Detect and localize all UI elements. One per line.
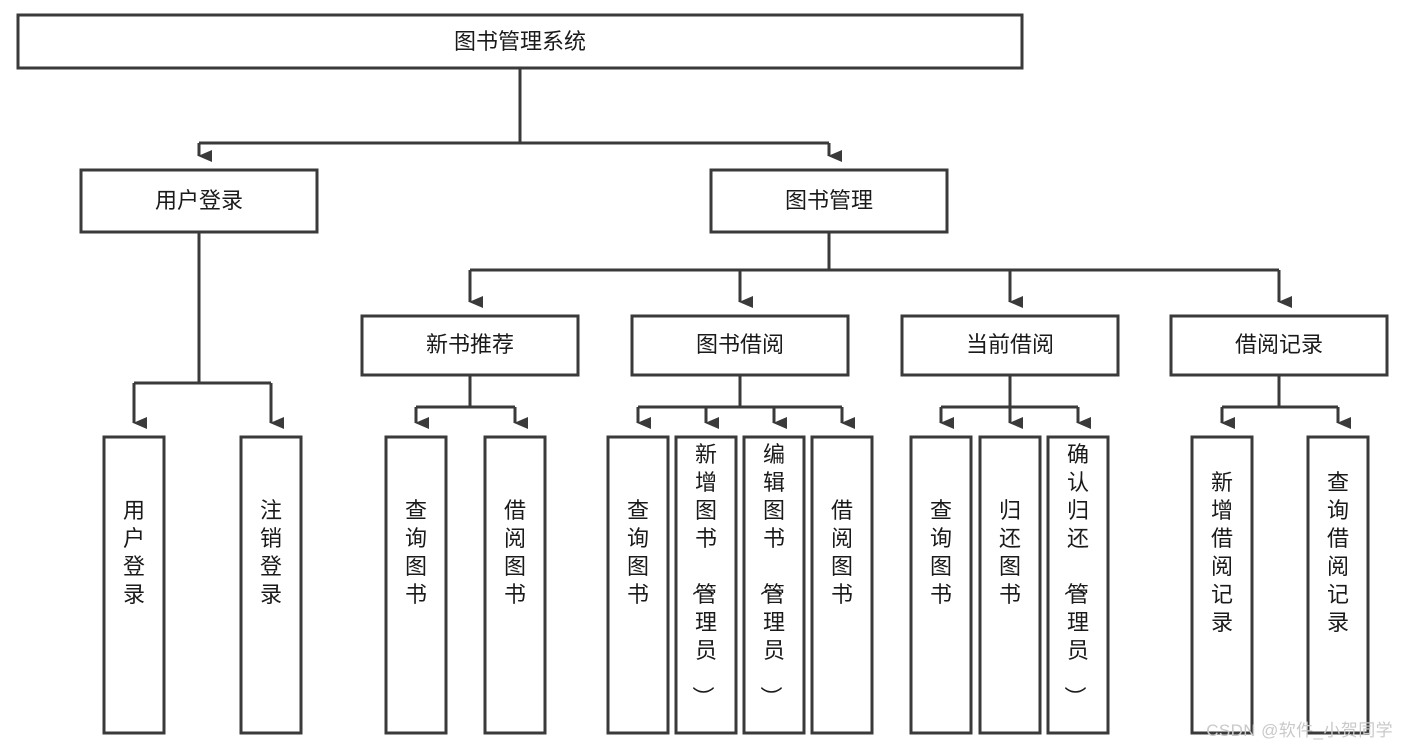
book-management-box <box>709 168 949 234</box>
node-leaf-add-book[interactable]: 新增图书（管理员） <box>674 435 738 735</box>
node-root-system[interactable]: 图书管理系统 <box>16 13 1024 70</box>
node-borrow-record[interactable]: 借阅记录 <box>1169 314 1389 377</box>
leaf-add-record-label: 新增借阅记录 <box>1211 470 1233 635</box>
leaf-borrow-book-2-label: 借阅图书 <box>831 498 853 607</box>
leaf-query-book-1-label: 查询图书 <box>405 498 427 607</box>
leaf-query-record-label: 查询借阅记录 <box>1327 470 1349 635</box>
leaf-query-book-1-box <box>384 435 448 735</box>
leaf-edit-book-box <box>742 435 806 735</box>
leaf-borrow-book-1-label: 借阅图书 <box>504 498 526 607</box>
leaf-add-book-box <box>674 435 738 735</box>
node-leaf-query-book-1[interactable]: 查询图书 <box>384 435 448 735</box>
leaf-add-record-box <box>1190 435 1254 735</box>
node-leaf-borrow-book-2[interactable]: 借阅图书 <box>810 435 874 735</box>
leaf-user-login-label: 用户登录 <box>123 498 145 607</box>
leaf-confirm-return-label: 确认归还（管理员） <box>1062 442 1089 708</box>
node-leaf-logout-login[interactable]: 注销登录 <box>239 435 303 735</box>
node-leaf-return-book[interactable]: 归还图书 <box>978 435 1042 735</box>
leaf-return-book-box <box>978 435 1042 735</box>
node-leaf-query-book-2[interactable]: 查询图书 <box>606 435 670 735</box>
connector-layer <box>132 68 1351 429</box>
user-login-box <box>79 168 319 234</box>
borrow-record-label: 借阅记录 <box>1235 332 1323 357</box>
node-leaf-user-login[interactable]: 用户登录 <box>102 435 166 735</box>
leaf-add-book-label: 新增图书（管理员） <box>690 442 717 708</box>
node-book-borrow[interactable]: 图书借阅 <box>630 314 850 377</box>
leaf-query-book-2-label: 查询图书 <box>627 498 649 607</box>
leaf-borrow-book-2-box <box>810 435 874 735</box>
node-leaf-query-record[interactable]: 查询借阅记录 <box>1306 435 1370 735</box>
borrow-record-box <box>1169 314 1389 377</box>
node-leaf-add-record[interactable]: 新增借阅记录 <box>1190 435 1254 735</box>
book-borrow-label: 图书借阅 <box>696 332 784 357</box>
current-borrow-box <box>900 314 1120 377</box>
leaf-confirm-return-box <box>1046 435 1110 735</box>
node-current-borrow[interactable]: 当前借阅 <box>900 314 1120 377</box>
leaf-logout-login-label: 注销登录 <box>260 498 282 607</box>
node-book-management[interactable]: 图书管理 <box>709 168 949 234</box>
new-book-recommend-label: 新书推荐 <box>426 332 514 357</box>
node-new-book-recommend[interactable]: 新书推荐 <box>360 314 580 377</box>
node-leaf-query-book-3[interactable]: 查询图书 <box>909 435 973 735</box>
csdn-watermark: CSDN @软件_小贺同学 <box>1206 721 1393 740</box>
leaf-return-book-label: 归还图书 <box>999 498 1021 607</box>
book-management-label: 图书管理 <box>785 188 873 213</box>
node-leaf-borrow-book-1[interactable]: 借阅图书 <box>483 435 547 735</box>
leaf-query-book-2-box <box>606 435 670 735</box>
current-borrow-label: 当前借阅 <box>966 332 1054 357</box>
new-book-recommend-box <box>360 314 580 377</box>
book-borrow-box <box>630 314 850 377</box>
leaf-query-book-3-label: 查询图书 <box>930 498 952 607</box>
leaf-query-record-box <box>1306 435 1370 735</box>
leaf-query-book-3-box <box>909 435 973 735</box>
node-leaf-edit-book[interactable]: 编辑图书（管理员） <box>742 435 806 735</box>
node-leaf-confirm-return[interactable]: 确认归还（管理员） <box>1046 435 1110 735</box>
root-label: 图书管理系统 <box>454 29 586 54</box>
root-box <box>16 13 1024 70</box>
node-user-login[interactable]: 用户登录 <box>79 168 319 234</box>
leaf-user-login-box <box>102 435 166 735</box>
leaf-borrow-book-1-box <box>483 435 547 735</box>
leaf-edit-book-label: 编辑图书（管理员） <box>758 442 785 708</box>
leaf-logout-login-box <box>239 435 303 735</box>
user-login-label: 用户登录 <box>155 188 243 213</box>
